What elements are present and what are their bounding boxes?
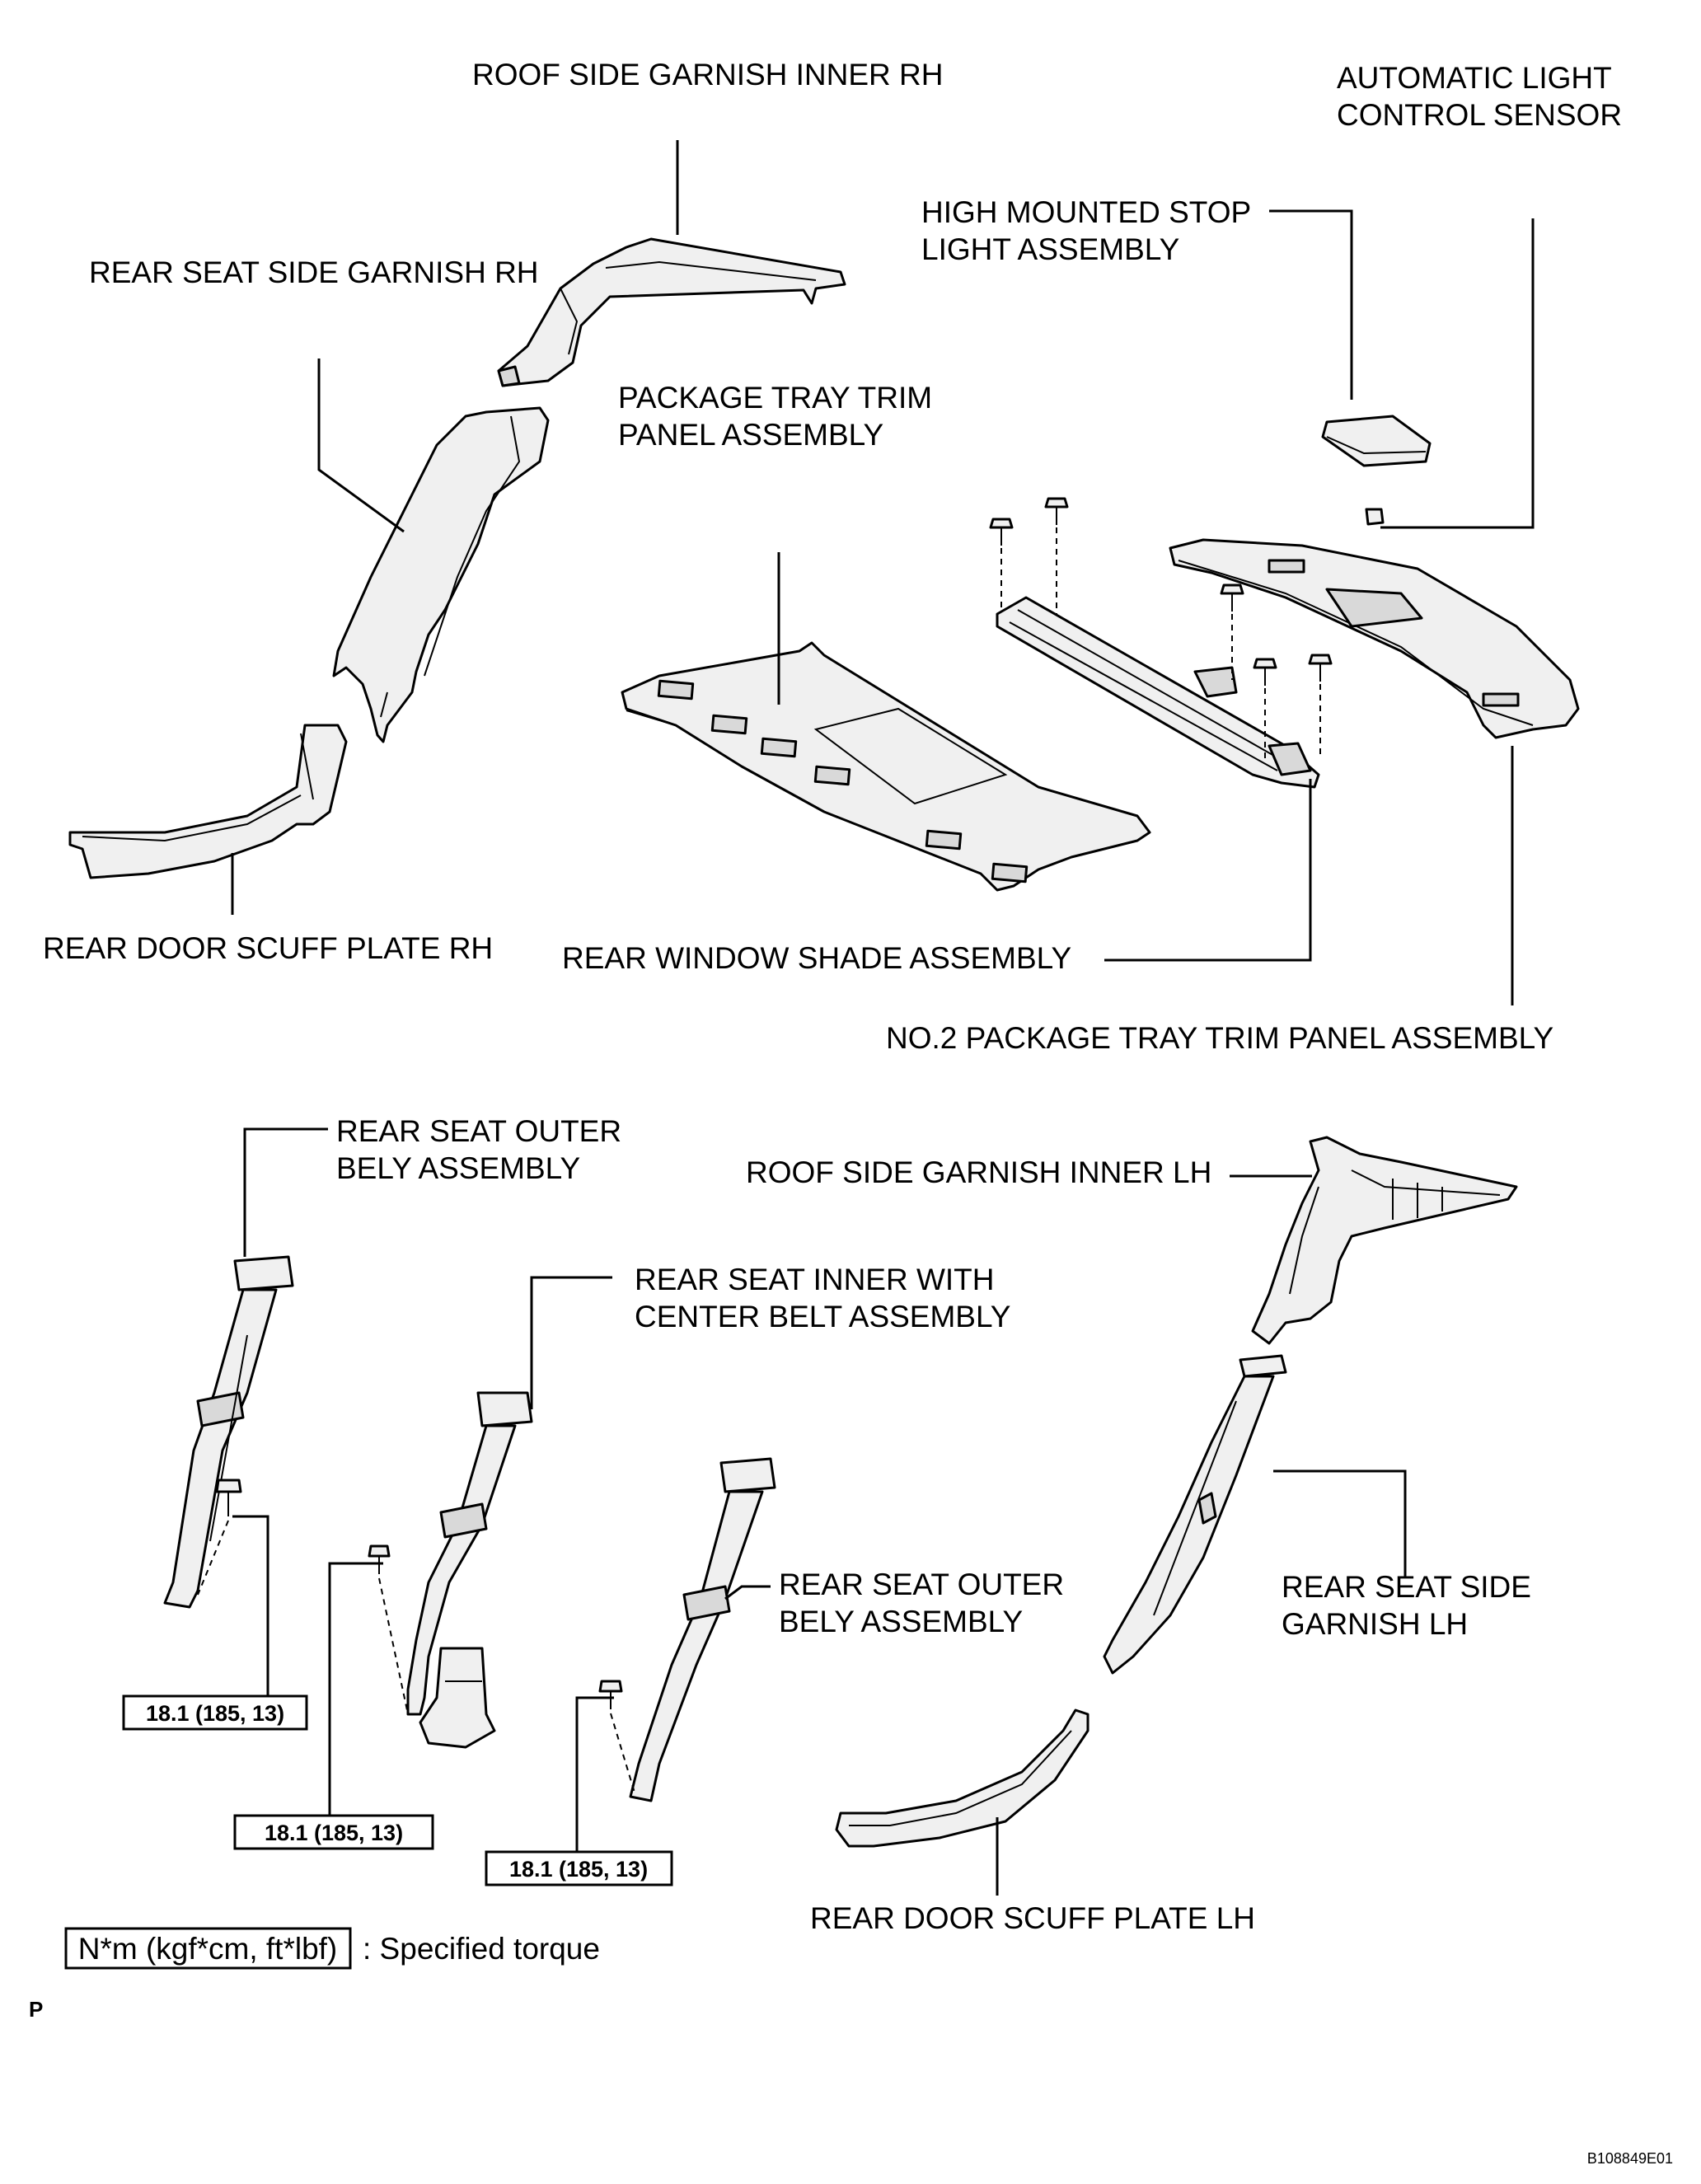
bolt-icon — [598, 1680, 635, 1793]
label-rear-seat-outer-bely-2a: REAR SEAT OUTER — [779, 1568, 1064, 1601]
torque-box-2 — [233, 1814, 434, 1850]
rear-window-shade-part — [996, 596, 1320, 789]
label-rear-seat-side-garnish-lh-2: GARNISH LH — [1282, 1607, 1468, 1641]
part-labels: ROOF SIDE GARNISH INNER RH AUTOMATIC LIG… — [43, 58, 1622, 1935]
label-high-mounted-stop-2: LIGHT ASSEMBLY — [921, 232, 1179, 266]
label-automatic-light-sensor-2: CONTROL SENSOR — [1337, 98, 1622, 132]
legend-unit: N*m (kgf*cm, ft*lbf) — [78, 1932, 338, 1966]
rear-seat-inner-center-belt-part — [406, 1391, 533, 1749]
automatic-light-sensor-part — [1365, 508, 1385, 526]
label-rear-window-shade: REAR WINDOW SHADE ASSEMBLY — [562, 941, 1071, 975]
page-mark: P — [29, 1997, 43, 2022]
label-roof-side-garnish-inner-rh: ROOF SIDE GARNISH INNER RH — [472, 58, 944, 91]
label-rear-door-scuff-plate-rh: REAR DOOR SCUFF PLATE RH — [43, 931, 493, 965]
rear-seat-outer-belt-left-part — [163, 1255, 294, 1609]
label-rear-seat-side-garnish-lh-1: REAR SEAT SIDE — [1282, 1570, 1531, 1604]
torque-value-2: 18.1 (185, 13) — [265, 1821, 403, 1845]
leader-lines — [231, 140, 1535, 1896]
package-tray-trim-panel-part — [621, 641, 1151, 892]
label-rear-seat-inner-center-2: CENTER BELT ASSEMBLY — [635, 1300, 1010, 1333]
rear-seat-side-garnish-rh-part — [332, 406, 550, 743]
label-automatic-light-sensor-1: AUTOMATIC LIGHT — [1337, 61, 1612, 95]
bolt-icon — [197, 1479, 242, 1596]
label-rear-door-scuff-plate-lh: REAR DOOR SCUFF PLATE LH — [810, 1901, 1255, 1935]
rear-seat-outer-belt-right-part — [629, 1457, 776, 1802]
rear-door-scuff-plate-rh-part — [68, 724, 348, 879]
bolt-icon — [368, 1544, 409, 1715]
screw-icon — [1308, 654, 1333, 754]
figure-code: B108849E01 — [1587, 2150, 1673, 2167]
label-high-mounted-stop-1: HIGH MOUNTED STOP — [921, 195, 1251, 229]
rear-door-scuff-plate-lh-part — [835, 1708, 1089, 1848]
label-roof-side-garnish-inner-lh: ROOF SIDE GARNISH INNER LH — [746, 1155, 1211, 1189]
shade-screws — [989, 497, 1333, 762]
label-rear-seat-inner-center-1: REAR SEAT INNER WITH — [635, 1263, 995, 1296]
torque-box-3 — [485, 1850, 673, 1886]
no2-package-tray-trim-panel-part — [1169, 538, 1580, 739]
roof-side-garnish-inner-lh-part — [1251, 1136, 1518, 1345]
label-rear-seat-outer-bely-1a: REAR SEAT OUTER — [336, 1114, 621, 1148]
label-rear-seat-outer-bely-1b: BELY ASSEMBLY — [336, 1151, 580, 1185]
legend-box — [64, 1927, 352, 1970]
label-package-tray-2: PANEL ASSEMBLY — [618, 418, 883, 452]
label-no2-package-tray: NO.2 PACKAGE TRAY TRIM PANEL ASSEMBLY — [886, 1021, 1553, 1055]
label-package-tray-1: PACKAGE TRAY TRIM — [618, 381, 932, 415]
torque-value-3: 18.1 (185, 13) — [509, 1857, 648, 1882]
torque-boxes: 18.1 (185, 13) 18.1 (185, 13) 18.1 (185,… — [122, 1694, 673, 1886]
torque-value-1: 18.1 (185, 13) — [146, 1701, 284, 1726]
roof-side-garnish-inner-rh-part — [497, 237, 846, 387]
label-rear-seat-outer-bely-2b: BELY ASSEMBLY — [779, 1605, 1023, 1638]
belt-bolts — [197, 1479, 635, 1793]
high-mounted-stop-light-part — [1321, 415, 1432, 467]
torque-box-1 — [122, 1694, 308, 1731]
screw-icon — [1253, 658, 1277, 762]
screw-icon — [989, 518, 1014, 610]
screw-icon — [1044, 497, 1069, 614]
torque-legend: N*m (kgf*cm, ft*lbf) : Specified torque — [64, 1927, 600, 1970]
screw-icon — [1220, 583, 1244, 680]
rear-seat-side-garnish-lh-part — [1103, 1354, 1287, 1675]
legend-text: : Specified torque — [363, 1932, 600, 1966]
label-rear-seat-side-garnish-rh: REAR SEAT SIDE GARNISH RH — [89, 255, 539, 289]
